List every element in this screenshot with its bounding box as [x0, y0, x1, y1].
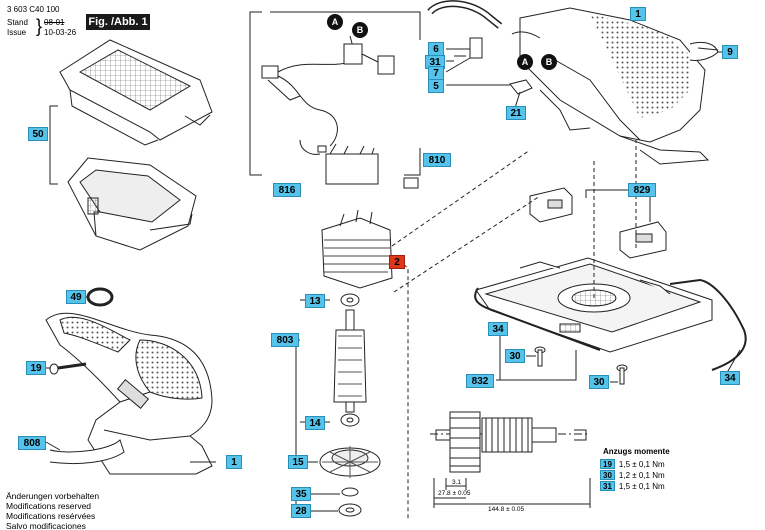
part-label-810: 810 [423, 153, 451, 167]
part-label-5: 5 [428, 79, 444, 93]
torque-part: 30 [600, 470, 615, 480]
clamp-lever-left [474, 287, 601, 351]
stack-leaders [295, 299, 340, 514]
part-label-15: 15 [288, 455, 308, 469]
part-808-shape [49, 439, 125, 465]
leader-7 [445, 57, 471, 73]
leader-21 [514, 91, 521, 109]
dust-box [67, 157, 197, 251]
figure-label: Fig. /Abb. 1 [86, 14, 150, 30]
o-ring-49 [86, 287, 114, 307]
part-label-1-top: 1 [630, 7, 646, 21]
footer-line: Änderungen vorbehalten [6, 491, 100, 501]
torque-value: 1,5 ± 0,1 Nm [618, 460, 665, 469]
leader-50 [49, 105, 58, 185]
part-label-34-right: 34 [720, 371, 740, 385]
issue-label: Issue [7, 28, 27, 37]
dimension-27-8: 27.8 ± 0.05 [438, 490, 471, 497]
part-label-34-left: 34 [488, 322, 508, 336]
brace-glyph: } [36, 16, 43, 36]
assembly-lines [391, 140, 637, 520]
connector-b-top: B [352, 22, 368, 38]
connector-a-right: A [517, 54, 533, 70]
footer-line: Modifications reserved [6, 501, 92, 511]
connector-a-top: A [327, 14, 343, 30]
field-coil [321, 209, 393, 289]
part-label-19: 19 [26, 361, 46, 375]
torque-value: 1,2 ± 0,1 Nm [618, 471, 665, 480]
part-label-808: 808 [18, 436, 46, 450]
stand-value: 08-01 [44, 18, 65, 27]
part-label-1-bottom: 1 [226, 455, 242, 469]
part-label-829: 829 [628, 183, 656, 197]
part-label-7: 7 [428, 66, 444, 80]
part-label-816: 816 [273, 183, 301, 197]
armature-section-drawing [430, 411, 591, 508]
screws-30 [534, 346, 628, 385]
part-label-6: 6 [428, 42, 444, 56]
part-label-2: 2 [389, 255, 405, 269]
part-label-49: 49 [66, 290, 86, 304]
torque-title: Anzugs momente [603, 447, 670, 456]
base-plate [475, 257, 713, 353]
clamp-lever-right [669, 278, 747, 371]
part-label-35: 35 [291, 487, 311, 501]
part-label-30-right: 30 [589, 375, 609, 389]
part-label-14: 14 [305, 416, 325, 430]
part-label-50: 50 [28, 127, 48, 141]
torque-part: 31 [600, 481, 615, 491]
part-label-28: 28 [291, 504, 311, 518]
issue-value: 10-03-26 [44, 28, 77, 37]
screw-19-shape [57, 362, 87, 370]
part-label-9: 9 [722, 45, 738, 59]
part-label-832: 832 [466, 374, 494, 388]
brackets-829 [529, 187, 667, 259]
connector-b-right: B [541, 54, 557, 70]
dimension-144-8: 144.8 ± 0.05 [488, 506, 525, 513]
stand-label: Stand [7, 18, 28, 27]
doc-number: 3 603 C40 100 [7, 5, 60, 14]
torque-part: 19 [600, 459, 615, 469]
housing-bottom [45, 312, 213, 475]
footer-line: Modifications resérvées [6, 511, 96, 521]
part-label-30-left: 30 [505, 349, 525, 363]
part-label-21: 21 [506, 106, 526, 120]
wiring-assembly [249, 11, 421, 189]
housing-top [519, 7, 710, 165]
torque-value: 1,5 ± 0,1 Nm [618, 482, 665, 491]
part-label-13: 13 [305, 294, 325, 308]
dust-box-lid [59, 39, 213, 146]
cord-clamp-parts [454, 31, 541, 95]
armature-stack [319, 293, 381, 517]
footer-line: Salvo modificaciones [6, 521, 86, 530]
dimension-3-1: 3.1 [452, 479, 462, 486]
part-label-803: 803 [271, 333, 299, 347]
part-9-shape [689, 41, 719, 61]
